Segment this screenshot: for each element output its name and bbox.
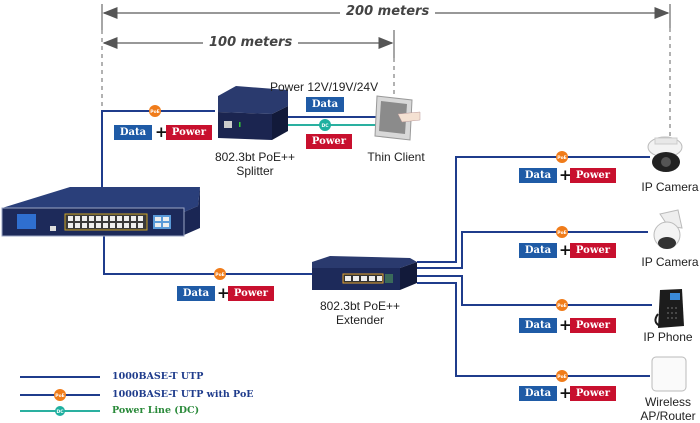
data-tag: Data bbox=[519, 168, 557, 183]
plus-sign: + bbox=[559, 241, 572, 259]
power-tag: Power bbox=[166, 125, 212, 140]
poe-badge-text: PoE bbox=[557, 303, 566, 309]
power-tag: Power bbox=[570, 243, 616, 258]
data-tag: Data bbox=[306, 97, 344, 112]
dc-badge-text: DC bbox=[321, 123, 329, 129]
badges bbox=[149, 105, 568, 382]
poe-badge-text: PoE bbox=[557, 374, 566, 380]
poe-badge-text: PoE bbox=[215, 272, 224, 278]
power-tag: Power bbox=[570, 386, 616, 401]
legend-poe-label: 1000BASE-T UTP with PoE bbox=[112, 389, 254, 400]
plus-sign: + bbox=[559, 166, 572, 184]
poe-badge-icon bbox=[556, 299, 568, 311]
cable-switch-splitter bbox=[101, 110, 215, 208]
poe-extender-icon[interactable] bbox=[312, 256, 417, 290]
endpoint-label-wireless-ap: Wireless AP/Router bbox=[636, 395, 700, 423]
endpoint-label-dome-camera: IP Camera bbox=[641, 180, 699, 194]
poe-badge-icon bbox=[214, 268, 226, 280]
splitter-label-line2: Splitter bbox=[236, 164, 274, 178]
ap-label-line2: AP/Router bbox=[640, 409, 696, 423]
distance-100m-label: 100 meters bbox=[203, 35, 299, 50]
poe-badge-icon bbox=[556, 151, 568, 163]
cable-extender-camera1 bbox=[417, 156, 650, 263]
plus-sign: + bbox=[155, 123, 168, 141]
extender-label-line1: 802.3bt PoE++ bbox=[319, 299, 401, 313]
dome-camera-icon[interactable] bbox=[647, 136, 683, 172]
thin-client-icon[interactable] bbox=[374, 95, 421, 141]
ap-label-line1: Wireless bbox=[644, 395, 691, 409]
ptz-camera-icon[interactable] bbox=[653, 209, 683, 249]
plus-sign: + bbox=[217, 284, 230, 302]
poe-badge-icon bbox=[54, 389, 66, 401]
dc-badge-text: DC bbox=[56, 409, 64, 415]
poe-badge-text: PoE bbox=[557, 155, 566, 161]
ip-phone-icon[interactable] bbox=[654, 289, 684, 328]
thin-client-label: Thin Client bbox=[367, 150, 425, 164]
extender-label: 802.3bt PoE++ Extender bbox=[310, 299, 410, 327]
power-voltage-label: Power 12V/19V/24V bbox=[270, 80, 379, 94]
data-tag: Data bbox=[114, 125, 152, 140]
poe-badge-text: PoE bbox=[150, 109, 159, 115]
poe-badge-text: PoE bbox=[55, 393, 64, 399]
distance-200m-label: 200 meters bbox=[340, 4, 436, 19]
poe-splitter-icon[interactable] bbox=[218, 86, 288, 140]
cable-extender-ap bbox=[417, 282, 650, 377]
plus-sign: + bbox=[559, 316, 572, 334]
poe-badge-icon bbox=[556, 370, 568, 382]
cable-switch-extender bbox=[103, 236, 320, 275]
poe-badge-icon bbox=[556, 226, 568, 238]
wireless-ap-icon[interactable] bbox=[651, 356, 687, 392]
dc-badge-icon bbox=[319, 119, 331, 131]
poe-badge-text: PoE bbox=[557, 230, 566, 236]
extender-label-line2: Extender bbox=[335, 313, 385, 327]
legend-dc-label: Power Line (DC) bbox=[112, 405, 200, 416]
data-tag: Data bbox=[177, 286, 215, 301]
endpoint-label-ptz-camera: IP Camera bbox=[641, 255, 699, 269]
dc-badge-icon bbox=[55, 406, 65, 416]
legend-utp-label: 1000BASE-T UTP bbox=[112, 371, 204, 382]
plus-sign: + bbox=[559, 384, 572, 402]
poe-badge-icon bbox=[149, 105, 161, 117]
data-tag: Data bbox=[519, 386, 557, 401]
splitter-label-line1: 802.3bt PoE++ bbox=[214, 150, 296, 164]
cable-extender-camera2 bbox=[417, 231, 648, 269]
splitter-label: 802.3bt PoE++ Splitter bbox=[210, 150, 300, 178]
cable-extender-phone bbox=[417, 275, 652, 306]
power-tag: Power bbox=[570, 318, 616, 333]
poe-switch-icon[interactable] bbox=[1, 187, 200, 237]
legend-lines bbox=[20, 376, 100, 416]
endpoint-label-ip-phone: IP Phone bbox=[643, 330, 693, 344]
power-tag: Power bbox=[570, 168, 616, 183]
power-tag: Power bbox=[228, 286, 274, 301]
power-tag: Power bbox=[306, 134, 352, 149]
data-tag: Data bbox=[519, 243, 557, 258]
data-tag: Data bbox=[519, 318, 557, 333]
